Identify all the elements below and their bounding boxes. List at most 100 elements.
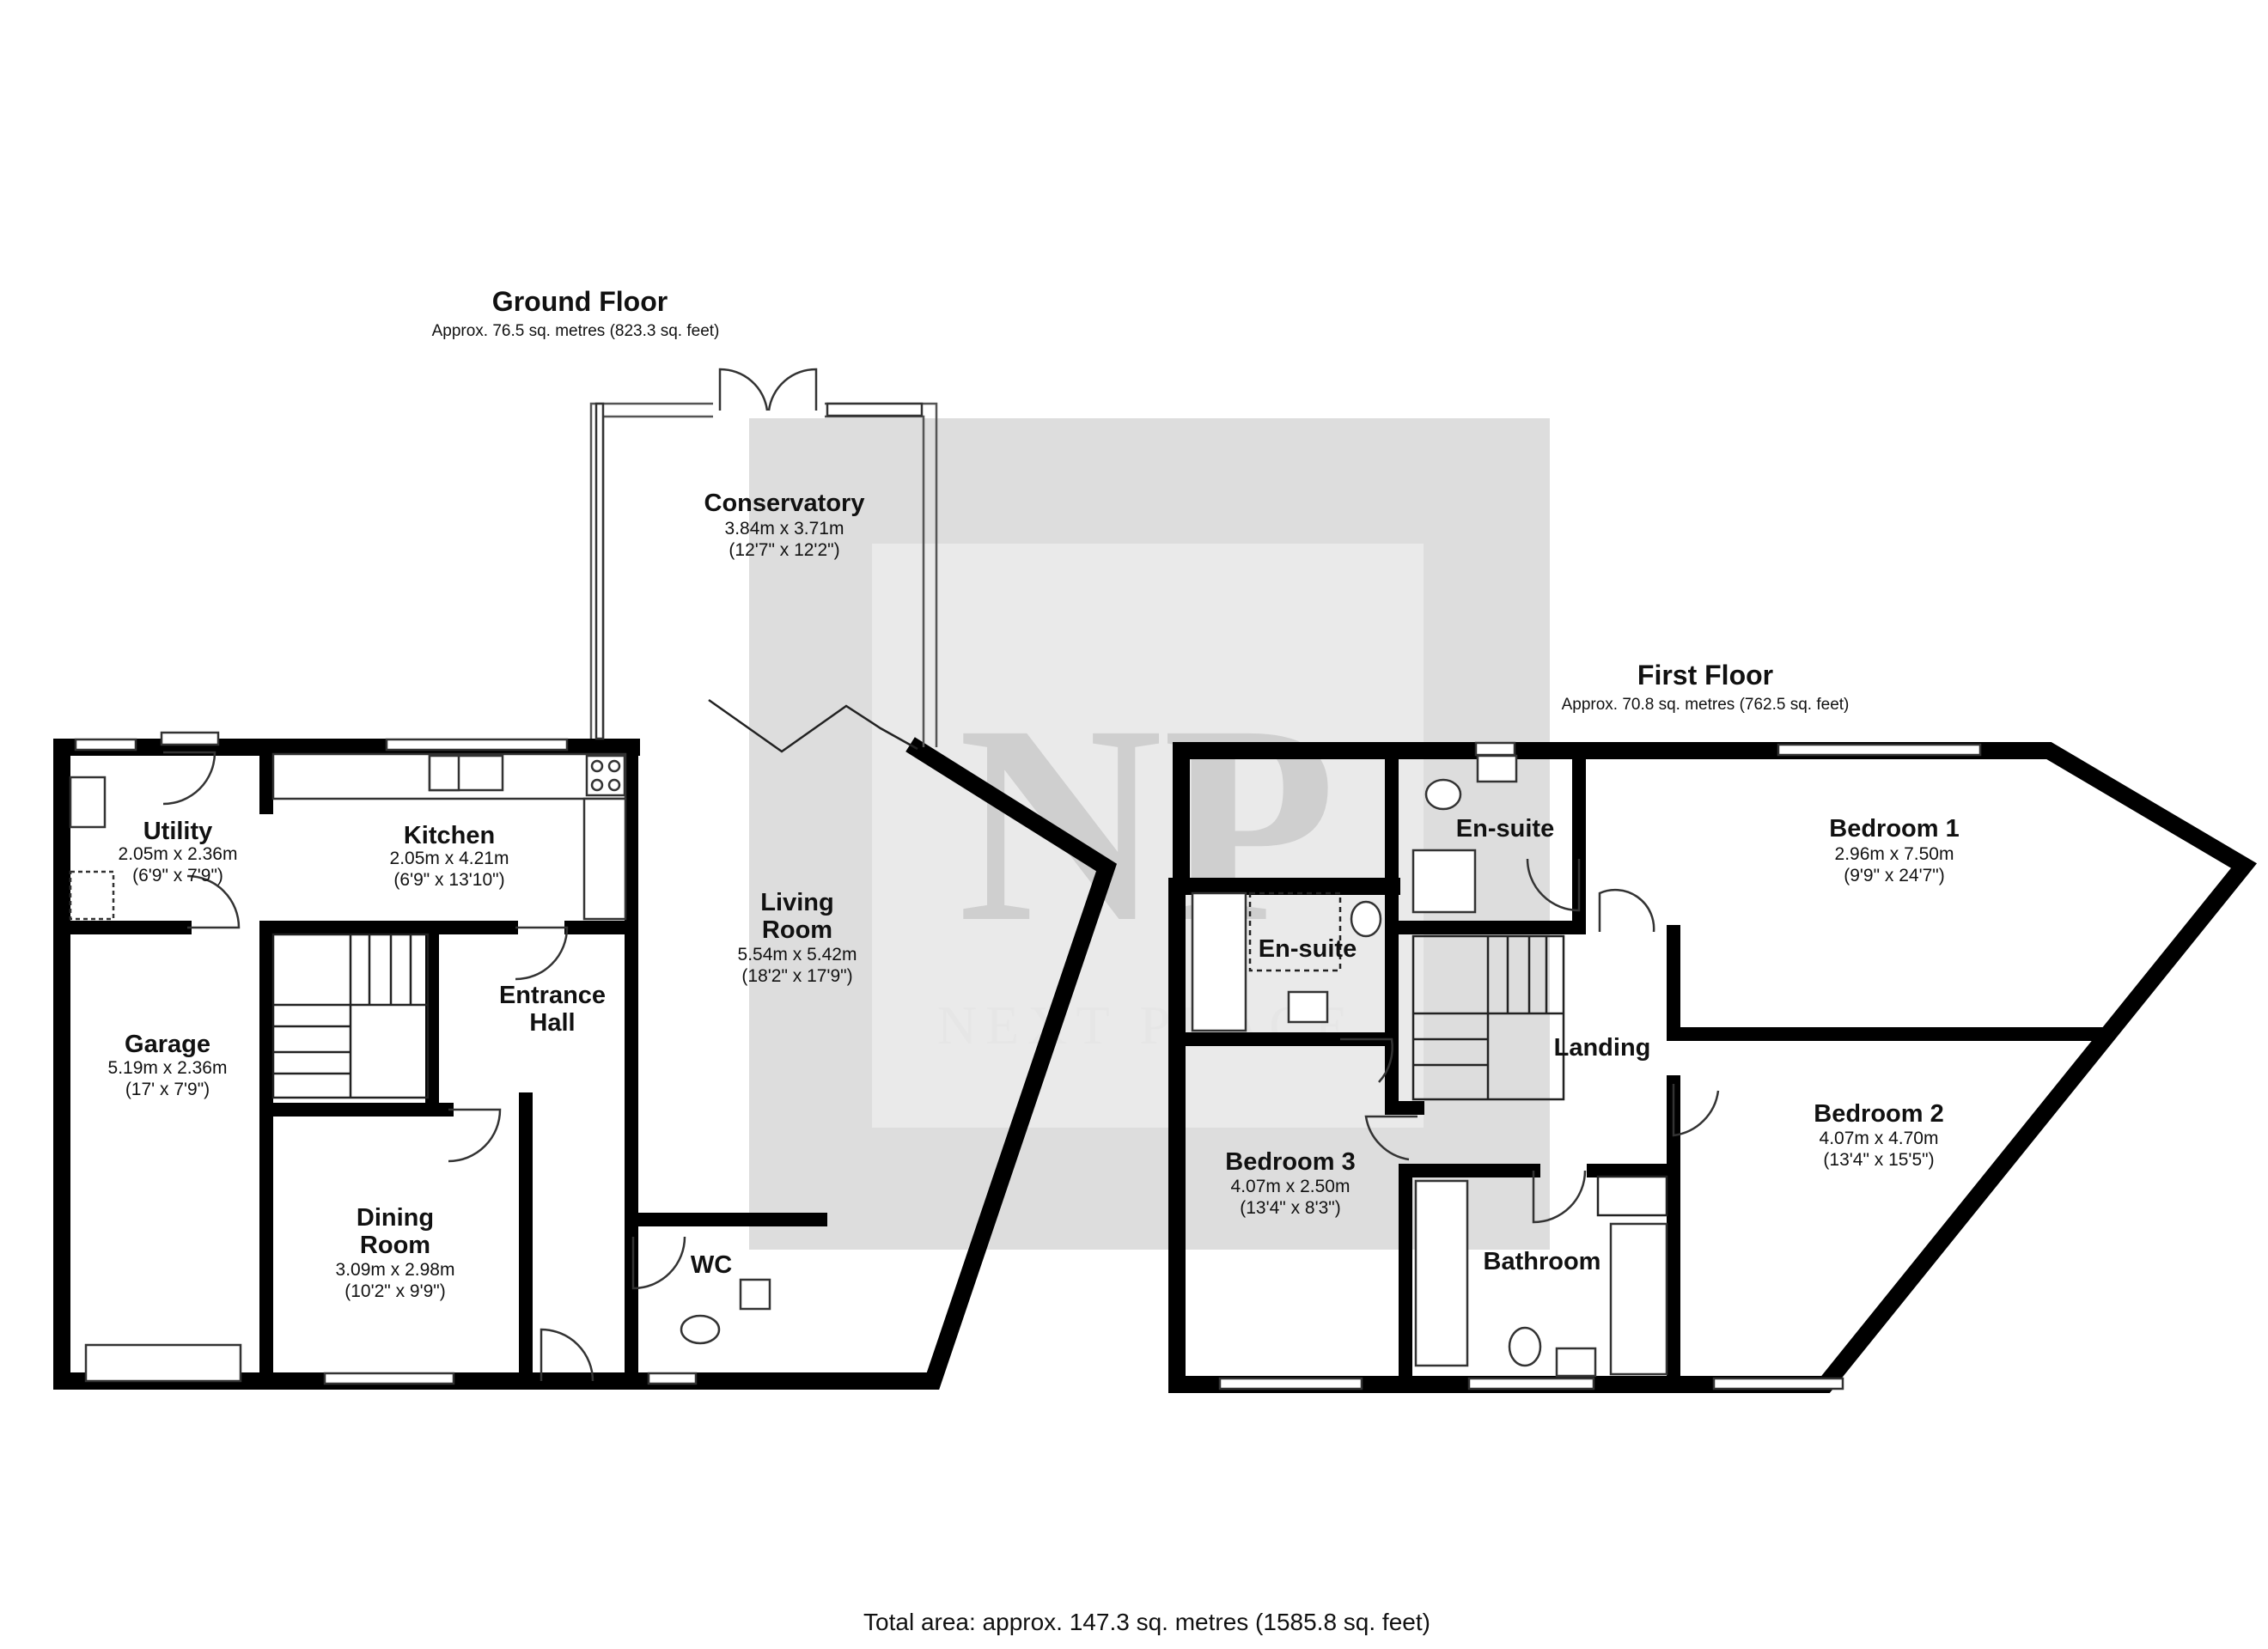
bedroom2-dim-m: 4.07m x 4.70m xyxy=(1820,1129,1939,1148)
ensuite2-door xyxy=(1340,1037,1393,1083)
wc-door xyxy=(631,1236,686,1290)
bedroom1-dim-ft: (9'9" x 24'7") xyxy=(1844,866,1944,885)
ensuite2-toilet xyxy=(1350,900,1382,938)
utility-dim-ft: (6'9" x 7'9") xyxy=(132,866,223,885)
first-floor-area: Approx. 70.8 sq. metres (762.5 sq. feet) xyxy=(1562,696,1850,714)
utility-sink xyxy=(69,776,107,829)
utility-window xyxy=(74,738,137,751)
bathroom-bath xyxy=(1414,1179,1469,1367)
ground-floor-labels: Ground Floor Approx. 76.5 sq. metres (82… xyxy=(108,286,865,1301)
bedroom3-name: Bedroom 3 xyxy=(1225,1148,1355,1176)
ensuite2-basin xyxy=(1287,990,1329,1024)
landing-name: Landing xyxy=(1554,1034,1651,1062)
bathroom-door xyxy=(1532,1170,1587,1224)
wc-name: WC xyxy=(691,1251,732,1279)
bathroom-toilet xyxy=(1508,1326,1542,1367)
bathroom-cupboard xyxy=(1596,1175,1668,1217)
first-floor-title: First Floor xyxy=(1637,660,1773,691)
entrance-hall-name-line1: Entrance xyxy=(499,982,606,1009)
dining-room-dim-ft: (10'2" x 9'9") xyxy=(344,1281,445,1301)
bedroom3-door xyxy=(1364,1115,1418,1161)
first-floor-labels: First Floor Approx. 70.8 sq. metres (762… xyxy=(1225,660,1959,1275)
ground-floor-stairs xyxy=(271,933,430,1099)
ensuite2-shower-tray xyxy=(1248,891,1342,972)
garage-dim-ft: (17' x 7'9") xyxy=(125,1080,210,1099)
conservatory-name: Conservatory xyxy=(704,490,865,517)
utility-garage-door xyxy=(186,874,241,929)
ensuite1-basin xyxy=(1476,754,1518,783)
utility-dim-m: 2.05m x 2.36m xyxy=(119,844,238,864)
bathroom-basin xyxy=(1555,1347,1597,1378)
bedroom2-dim-ft: (13'4" x 15'5") xyxy=(1823,1150,1934,1170)
utility-appliance xyxy=(69,870,115,921)
dining-door xyxy=(448,1108,502,1163)
wc-window xyxy=(647,1372,698,1385)
living-room-name-line2: Room xyxy=(762,916,832,944)
living-room-dim-m: 5.54m x 5.42m xyxy=(738,945,857,964)
front-door xyxy=(540,1328,594,1382)
bedroom2-name: Bedroom 2 xyxy=(1814,1100,1943,1128)
ensuite1-door xyxy=(1526,858,1581,912)
ensuite1-shower xyxy=(1411,849,1477,914)
first-floor-stairs xyxy=(1411,934,1565,1101)
bedroom1-door xyxy=(1598,888,1655,933)
ensuite1-toilet xyxy=(1424,778,1462,811)
conservatory-window-left xyxy=(594,402,605,740)
kitchen-hob xyxy=(585,754,626,797)
kitchen-name: Kitchen xyxy=(404,822,495,849)
bedroom1-dim-m: 2.96m x 7.50m xyxy=(1835,844,1954,864)
first-floor-plan xyxy=(1168,741,2258,1393)
kitchen-dim-ft: (6'9" x 13'10") xyxy=(393,870,504,890)
kitchen-drainer xyxy=(428,754,460,792)
kitchen-window xyxy=(385,738,569,751)
kitchen-dim-m: 2.05m x 4.21m xyxy=(390,849,509,868)
utility-back-door-frame xyxy=(160,731,220,746)
bathroom-name: Bathroom xyxy=(1484,1248,1601,1275)
bedroom3-dim-m: 4.07m x 2.50m xyxy=(1231,1177,1350,1196)
ensuite1-name: En-suite xyxy=(1456,815,1554,843)
conservatory-french-doors xyxy=(718,368,818,411)
kitchen-worktop-right xyxy=(582,797,627,921)
bathroom-window xyxy=(1467,1377,1595,1390)
ensuite2-bath xyxy=(1191,891,1247,1032)
bedroom3-window xyxy=(1218,1377,1363,1390)
utility-back-door xyxy=(162,751,216,806)
living-room-dim-ft: (18'2" x 17'9") xyxy=(741,966,852,986)
conservatory-frame-inner xyxy=(601,415,713,739)
ensuite2-name: En-suite xyxy=(1259,935,1357,963)
bedroom2-window xyxy=(1712,1377,1844,1390)
kitchen-hall-door xyxy=(515,926,569,981)
conservatory-dim-m: 3.84m x 3.71m xyxy=(725,519,844,539)
bedroom1-name: Bedroom 1 xyxy=(1829,815,1959,843)
living-room-name-line1: Living xyxy=(760,889,833,916)
ground-floor-outer-wall xyxy=(53,737,1117,1390)
living-folding-doors xyxy=(708,698,918,753)
dining-room-name-line2: Room xyxy=(360,1232,430,1259)
entrance-hall-name-line2: Hall xyxy=(529,1009,575,1037)
garage-dim-m: 5.19m x 2.36m xyxy=(108,1058,228,1078)
bedroom1-window xyxy=(1777,743,1982,757)
bedroom2-door xyxy=(1672,1084,1720,1137)
utility-name: Utility xyxy=(143,818,213,845)
watermark-inner-panel xyxy=(872,544,1424,1128)
ground-floor-title: Ground Floor xyxy=(492,286,668,317)
bedroom3-dim-ft: (13'4" x 8'3") xyxy=(1240,1198,1340,1218)
ensuite1-window xyxy=(1474,741,1516,757)
conservatory-dim-ft: (12'7" x 12'2") xyxy=(729,540,839,560)
total-area: Total area: approx. 147.3 sq. metres (15… xyxy=(863,1609,1430,1635)
conservatory-window-top xyxy=(826,402,924,417)
watermark-logo: NP xyxy=(958,667,1336,981)
watermark: NP NEXT PLACE xyxy=(749,418,1550,1250)
garage-door xyxy=(84,1343,242,1383)
dining-window xyxy=(323,1372,455,1385)
conservatory-frame-outer xyxy=(589,402,713,739)
ground-floor-area: Approx. 76.5 sq. metres (823.3 sq. feet) xyxy=(432,322,720,340)
wc-toilet xyxy=(680,1314,721,1345)
bathroom-shower xyxy=(1609,1222,1668,1376)
ground-floor-plan xyxy=(53,368,1117,1390)
wc-basin xyxy=(739,1278,771,1311)
dining-room-dim-m: 3.09m x 2.98m xyxy=(336,1260,455,1280)
dining-room-name-line1: Dining xyxy=(357,1204,434,1232)
garage-name: Garage xyxy=(125,1031,210,1058)
